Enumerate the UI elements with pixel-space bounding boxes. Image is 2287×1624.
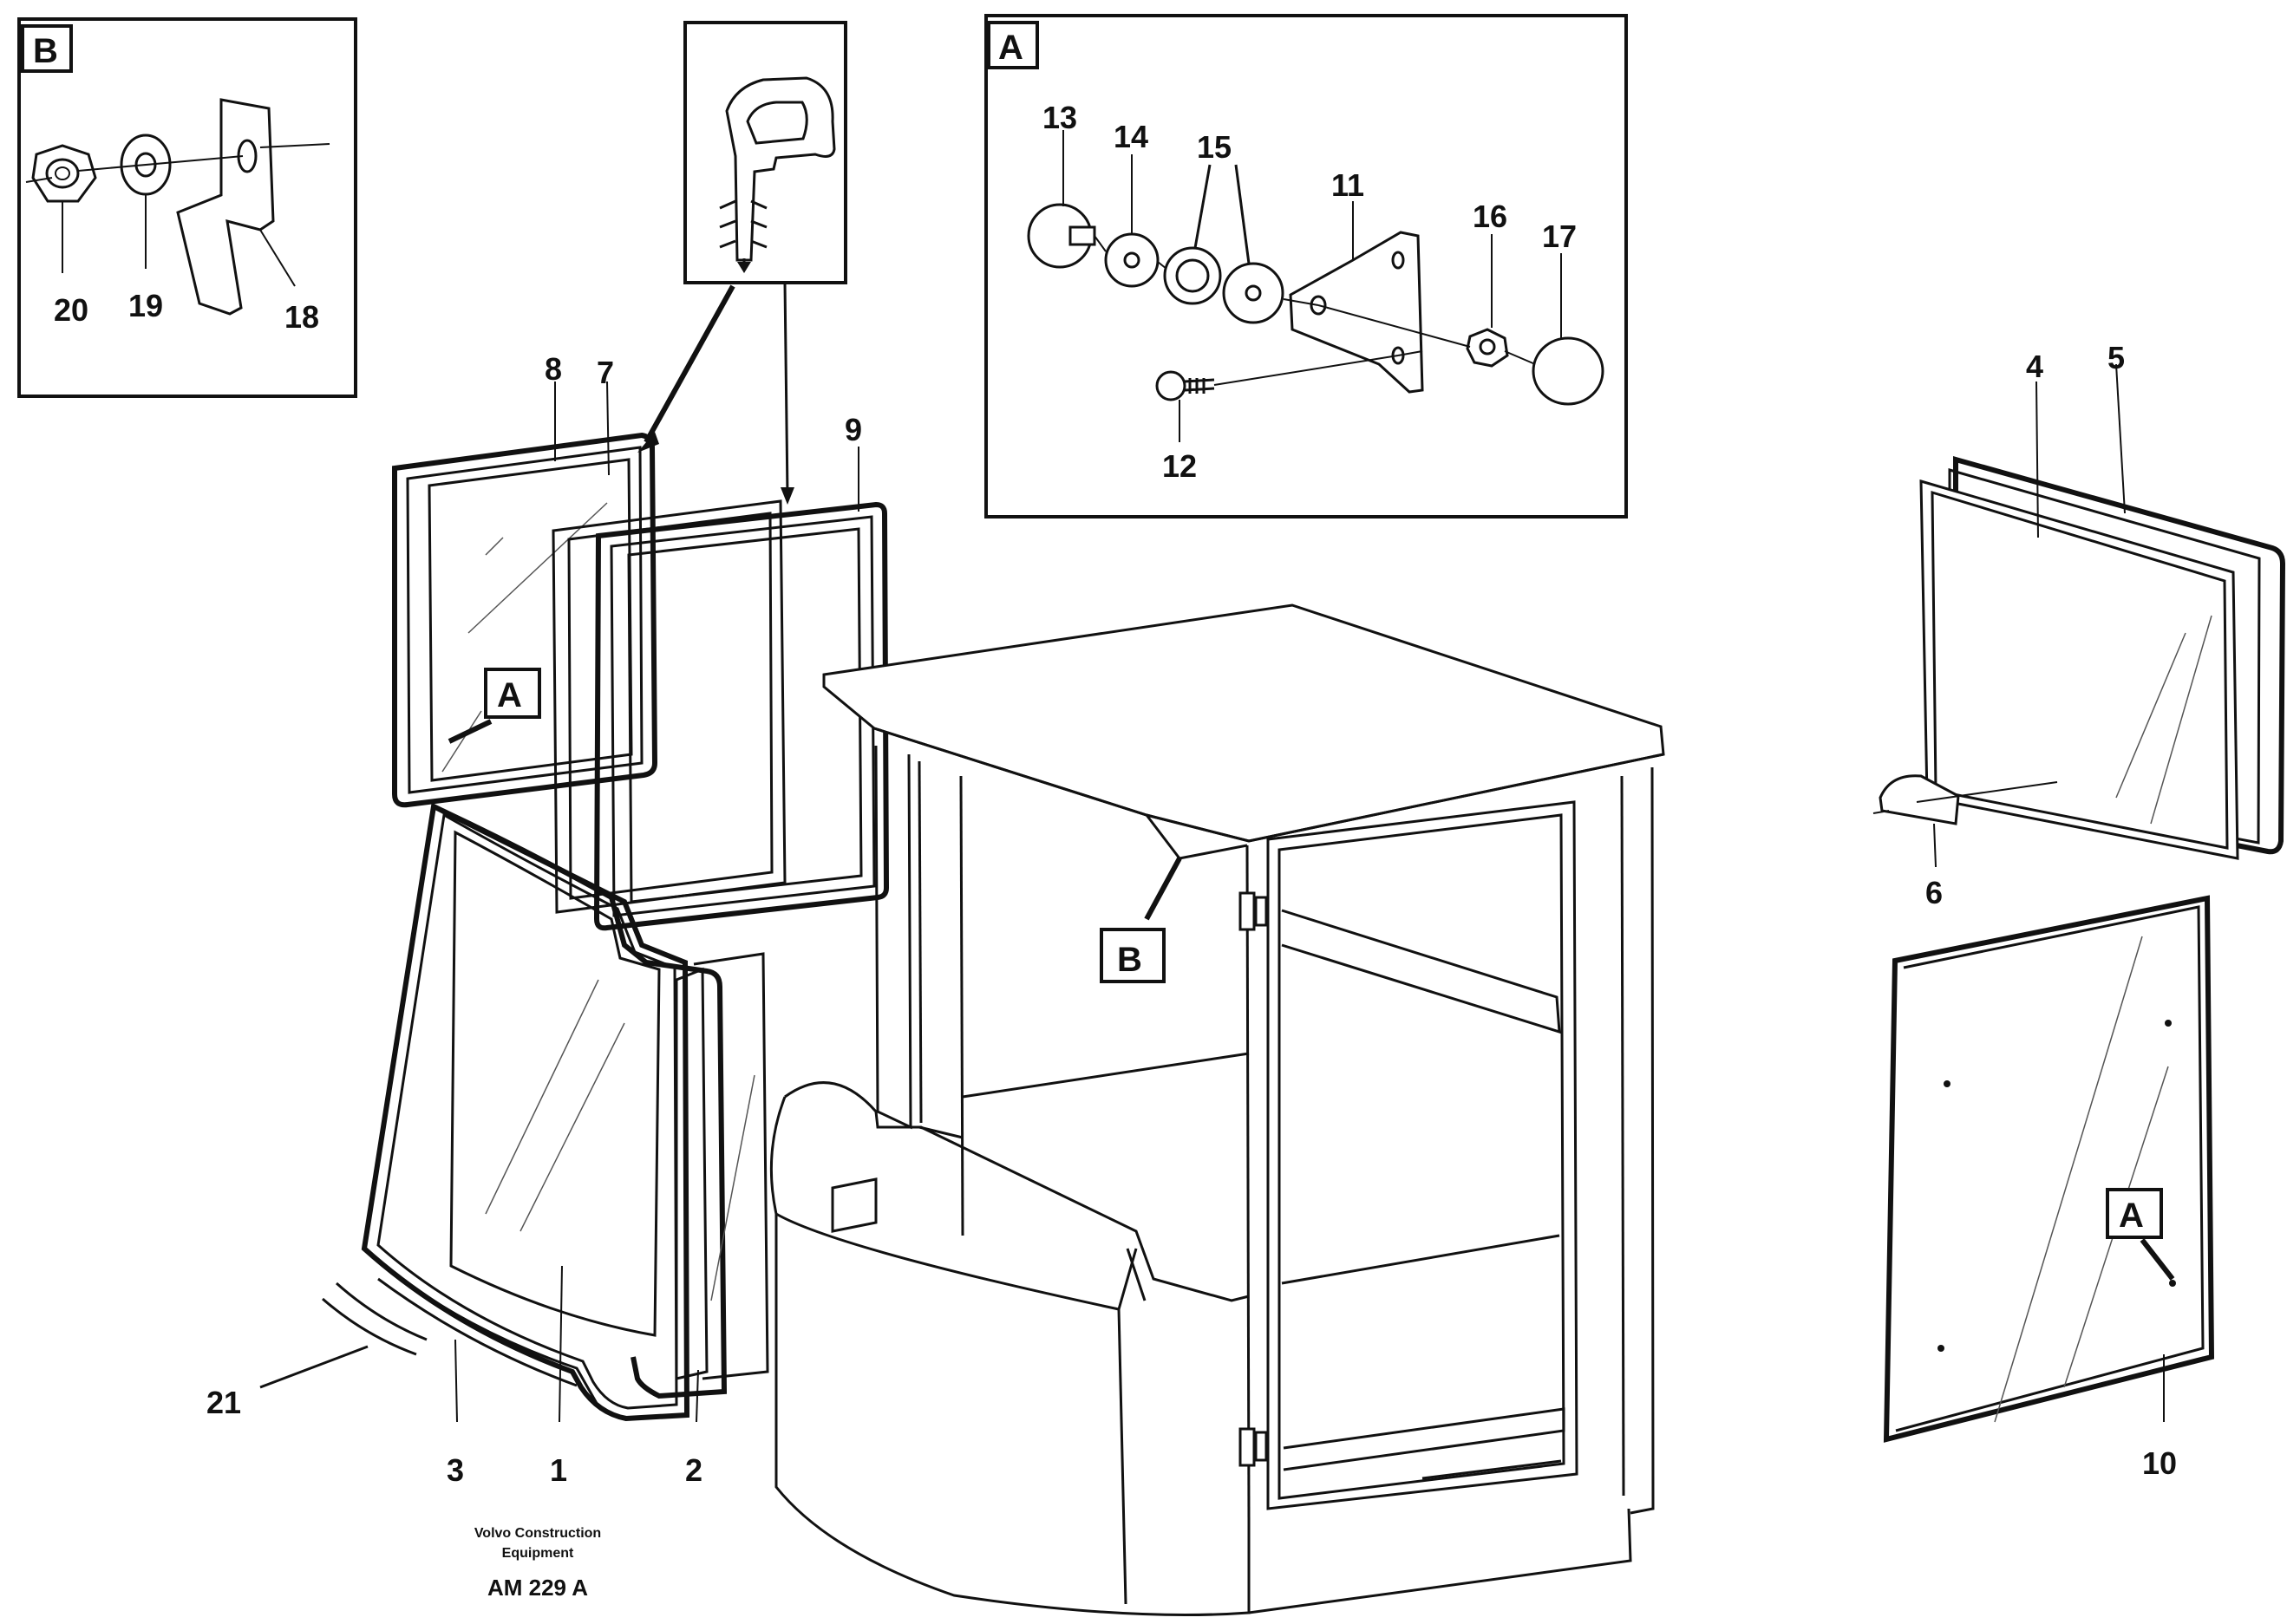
label-10: 10 <box>2142 1445 2177 1481</box>
washer-14 <box>1104 232 1160 288</box>
label-16: 16 <box>1473 199 1507 234</box>
label-18: 18 <box>284 299 319 335</box>
label-5: 5 <box>2107 340 2125 375</box>
inset-a: A <box>984 14 1628 519</box>
label-2: 2 <box>685 1452 702 1488</box>
rubber-washer-15b <box>1222 262 1284 324</box>
label-11: 11 <box>1331 167 1364 203</box>
label-4: 4 <box>2026 349 2043 384</box>
callout-a-left: A <box>448 668 541 744</box>
label-9: 9 <box>845 412 862 447</box>
door-window-frame <box>552 499 890 931</box>
windshield <box>361 802 769 1422</box>
inset-a-tag: A <box>998 29 1023 67</box>
callout-a-right: A <box>2106 1188 2175 1281</box>
label-7: 7 <box>597 355 614 390</box>
label-21: 21 <box>206 1385 241 1420</box>
label-15: 15 <box>1197 129 1232 165</box>
svg-text:B: B <box>1117 941 1142 979</box>
bracket-plate-11 <box>1289 231 1424 394</box>
inset-b-tag: B <box>33 32 58 70</box>
side-window-left <box>392 432 658 808</box>
rubber-washer-15a <box>1163 246 1222 305</box>
label-14: 14 <box>1114 119 1148 154</box>
label-20: 20 <box>54 292 88 328</box>
label-3: 3 <box>447 1452 464 1488</box>
svg-text:A: A <box>497 676 522 714</box>
label-1: 1 <box>550 1452 567 1488</box>
callout-b-cab: B <box>1100 857 1182 983</box>
label-13: 13 <box>1042 100 1077 135</box>
cab-body <box>769 603 1665 1616</box>
cap-17 <box>1532 336 1604 406</box>
screw-12 <box>1155 370 1215 401</box>
door-glass-right <box>1883 895 2215 1443</box>
label-12: 12 <box>1162 448 1197 484</box>
svg-text:A: A <box>2119 1197 2144 1235</box>
nut-16 <box>1466 328 1509 368</box>
credit-line2: Equipment <box>502 1546 574 1561</box>
seal-profile-inset <box>683 21 847 284</box>
nut-part <box>31 144 97 203</box>
inset-b: B 20 19 18 <box>17 17 357 398</box>
label-19: 19 <box>128 288 163 323</box>
bolt-13 <box>1027 203 1096 269</box>
label-6: 6 <box>1925 875 1943 910</box>
footer-credit: Volvo Construction Equipment AM 229 A <box>474 1526 601 1601</box>
label-8: 8 <box>545 351 562 387</box>
drawing-reference: AM 229 A <box>487 1575 588 1601</box>
credit-line1: Volvo Construction <box>474 1526 601 1541</box>
label-17: 17 <box>1542 218 1577 254</box>
side-window-right <box>1872 456 2286 868</box>
